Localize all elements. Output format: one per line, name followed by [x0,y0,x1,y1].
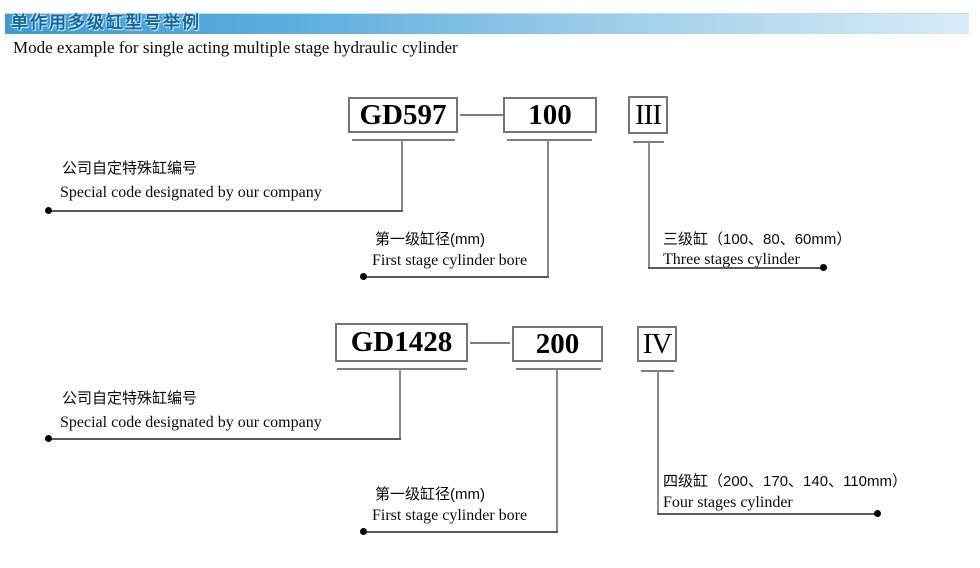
bore-label-en-2: First stage cylinder bore [372,507,528,524]
underline-code-1 [352,139,455,141]
leader-dot-code-2 [45,435,52,442]
leader-dot-bore-2 [360,528,367,535]
stage-label-en-2: Four stages cylinder [663,494,793,511]
leader-dot-bore-1 [360,273,367,280]
connector-bore-1 [547,140,549,278]
section-header-bar [5,13,969,34]
stage-numeral-box-1: III [628,96,668,134]
section-title-chinese: 单作用多级缸型号举例 [11,13,201,32]
connector-stage-1 [648,142,650,269]
bore-label-cn-1: 第一级缸径(mm) [375,231,485,248]
leader-code-1 [48,210,403,212]
connector-stage-2 [657,371,659,515]
section-title-english: Mode example for single acting multiple … [13,38,458,57]
bore-value-box-1: 100 [503,97,597,133]
dash-connector-1 [460,114,503,116]
underline-bore-2 [516,368,601,370]
stage-label-en-1: Three stages cylinder [663,251,800,268]
bore-value-box-2: 200 [512,326,603,362]
leader-dot-stage-1 [820,264,827,271]
leader-dot-code-1 [45,207,52,214]
code-label-en-1: Special code designated by our company [60,184,322,201]
leader-bore-2 [363,531,558,533]
connector-code-2 [399,369,401,440]
code-label-cn-1: 公司自定特殊缸编号 [62,160,198,177]
connector-bore-2 [556,369,558,533]
connector-code-1 [401,140,403,211]
leader-bore-1 [363,276,549,278]
underline-bore-1 [507,139,592,141]
bore-label-en-1: First stage cylinder bore [372,252,528,269]
leader-dot-stage-2 [874,510,881,517]
dash-connector-2 [470,342,510,344]
underline-code-2 [337,368,467,370]
leader-stage-2 [657,513,878,515]
bore-label-cn-2: 第一级缸径(mm) [375,486,485,503]
leader-stage-1 [648,267,824,269]
model-code-box-2: GD1428 [335,323,468,362]
stage-numeral-box-2: IV [637,326,677,362]
stage-label-cn-1: 三级缸（100、80、60mm） [663,231,852,248]
code-label-en-2: Special code designated by our company [60,414,322,431]
model-code-box-1: GD597 [348,97,458,133]
stage-label-cn-2: 四级缸（200、170、140、110mm） [663,473,907,490]
code-label-cn-2: 公司自定特殊缸编号 [62,390,198,407]
leader-code-2 [48,438,401,440]
